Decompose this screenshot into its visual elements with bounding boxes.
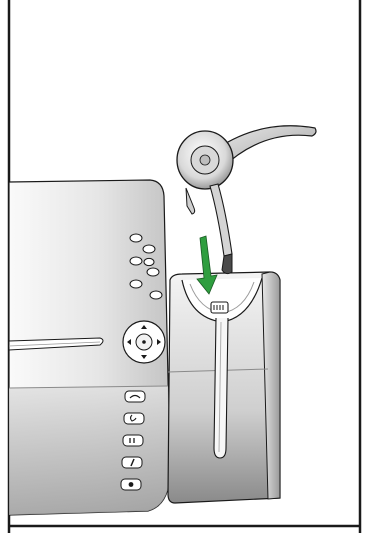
headset-icon xyxy=(177,126,316,274)
phone-nav-pad xyxy=(123,321,165,363)
desk-phone-icon xyxy=(9,180,170,515)
charging-base-icon xyxy=(168,272,280,503)
